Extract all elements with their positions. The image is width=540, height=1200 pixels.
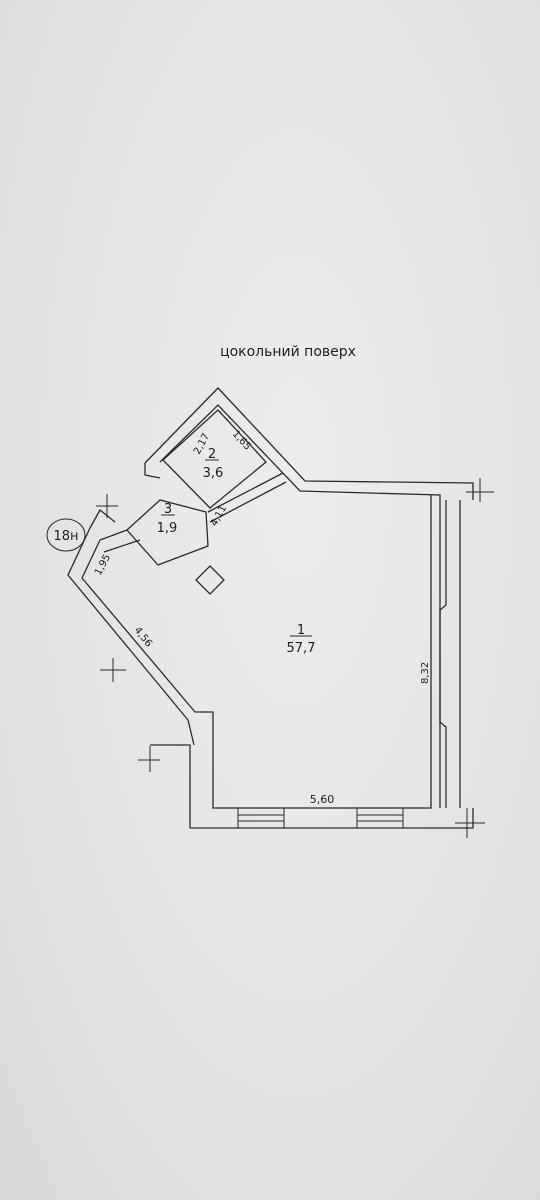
partitions <box>99 472 287 553</box>
room-1-area: 57,7 <box>287 641 316 656</box>
room-2-area: 3,6 <box>203 466 224 481</box>
room-3: 3 1,9 <box>126 499 209 566</box>
unit-marker-label: 18н <box>53 529 78 544</box>
outer-walls <box>67 387 474 829</box>
room-2: 2 3,6 <box>162 409 267 509</box>
dimension-5-60: 5,60 <box>310 793 335 806</box>
unit-marker: 18н <box>46 518 86 552</box>
room-3-number: 3 <box>164 502 172 517</box>
window-1 <box>237 807 285 829</box>
dimension-4-56: 4,56 <box>132 625 154 649</box>
window-2 <box>356 807 404 829</box>
room-1: 1 57,7 <box>287 623 316 656</box>
tick-marks <box>96 478 494 838</box>
plan-title: цокольний поверх <box>220 344 356 360</box>
dimension-1-95: 1,95 <box>93 553 113 578</box>
room-2-number: 2 <box>208 447 216 462</box>
room-1-number: 1 <box>297 623 305 638</box>
dimension-1-65: 1,65 <box>230 429 253 453</box>
dimension-4-11: 4,11 <box>209 504 229 529</box>
room-3-area: 1,9 <box>157 521 178 536</box>
shaft-symbol <box>195 565 225 595</box>
dimension-8-32: 8,32 <box>420 662 431 684</box>
